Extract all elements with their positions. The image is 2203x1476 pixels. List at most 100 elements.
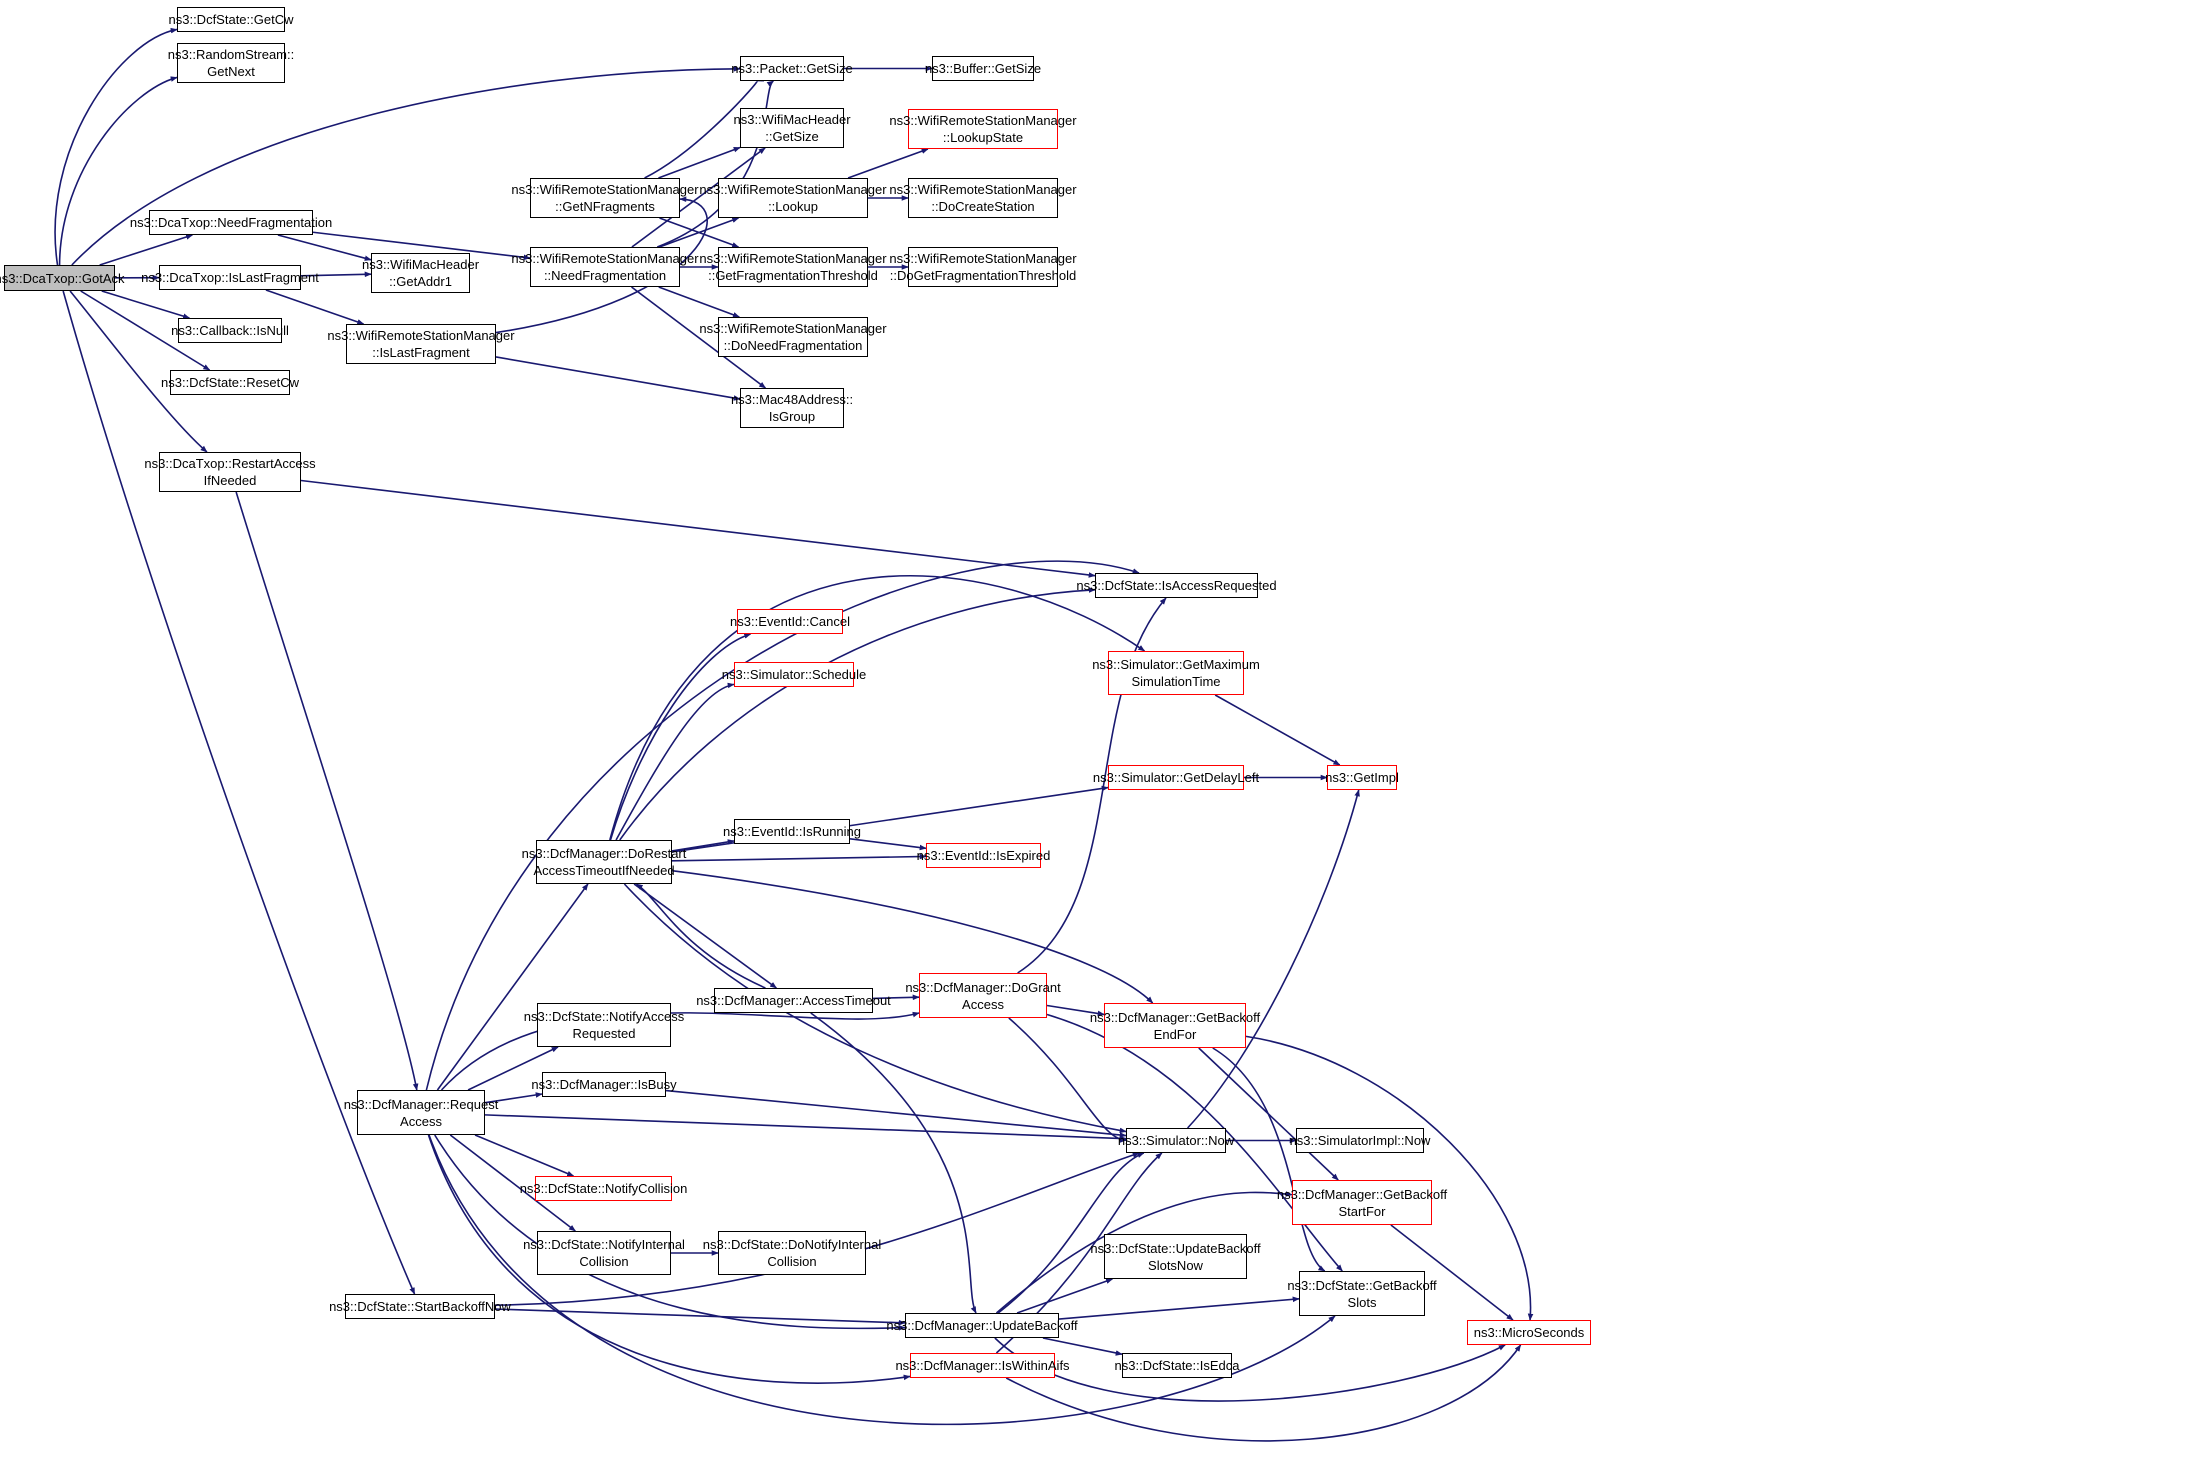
node-label-line: ns3::DcfManager::UpdateBackoff (886, 1318, 1078, 1333)
node-rsgetnext[interactable]: ns3::RandomStream::GetNext (168, 43, 294, 83)
node-lookup[interactable]: ns3::WifiRemoteStationManager::Lookup (699, 178, 887, 218)
edge-gotack-to-resetcw (80, 290, 211, 371)
edge-gotack-to-startbackoff (62, 290, 416, 1295)
node-hdrgetsize[interactable]: ns3::WifiMacHeader::GetSize (733, 108, 851, 148)
node-isrunning[interactable]: ns3::EventId::IsRunning (723, 819, 861, 844)
node-label-line: ns3::WifiRemoteStationManager (511, 251, 699, 266)
node-label-line: ::NeedFragmentation (543, 268, 667, 283)
node-label-line: ns3::DcfState::NotifyCollision (519, 1181, 688, 1196)
node-isaccessreq[interactable]: ns3::DcfState::IsAccessRequested (1076, 573, 1277, 598)
node-label-line: ns3::WifiRemoteStationManager (511, 182, 699, 197)
edge-updatebackoff-to-isedca (1042, 1337, 1123, 1356)
node-updatebackoff[interactable]: ns3::DcfManager::UpdateBackoff (886, 1313, 1078, 1338)
edge-wrsm_islastfrag-to-isgroup (495, 356, 741, 401)
node-getcw[interactable]: ns3::DcfState::GetCw (169, 7, 294, 32)
node-getimpl[interactable]: ns3::GetImpl (1325, 765, 1399, 790)
edge-restartaccess-to-isaccessreq (300, 479, 1096, 578)
node-label-line: ns3::DcfManager::GetBackoff (1089, 1009, 1261, 1025)
node-label-line: ns3::WifiRemoteStationManager (699, 321, 887, 336)
node-label-line: ::DoCreateStation (931, 199, 1035, 214)
node-lookupstate[interactable]: ns3::WifiRemoteStationManager::LookupSta… (889, 109, 1077, 149)
node-cancel[interactable]: ns3::EventId::Cancel (730, 609, 850, 634)
node-label-line: ::DoGetFragmentationThreshold (889, 268, 1077, 283)
node-label-line: Requested (572, 1026, 636, 1041)
node-islastfrag[interactable]: ns3::DcaTxop::IsLastFragment (141, 265, 319, 290)
node-startbackoff[interactable]: ns3::DcfState::StartBackoffNow (329, 1294, 511, 1319)
edge-dorestart-to-simnow (623, 883, 1127, 1134)
edge-dorestart-to-isrunning (671, 839, 735, 852)
node-label-line: ::GetFragmentationThreshold (708, 268, 878, 283)
node-docreatestation[interactable]: ns3::WifiRemoteStationManager::DoCreateS… (889, 178, 1077, 218)
node-getdelayleft[interactable]: ns3::Simulator::GetDelayLeft (1093, 765, 1259, 790)
node-schedule[interactable]: ns3::Simulator::Schedule (722, 662, 866, 687)
edge-gotack-to-cbisnull (101, 290, 191, 319)
node-getnfrag[interactable]: ns3::WifiRemoteStationManager::GetNFragm… (511, 178, 699, 218)
edge-requestaccess-to-isbusy (484, 1092, 543, 1104)
node-label-line: ns3::Packet::GetSize (731, 61, 853, 76)
node-isbusy[interactable]: ns3::DcfManager::IsBusy (531, 1072, 677, 1097)
node-label-line: ns3::DcfState::GetBackoff (1287, 1277, 1437, 1293)
node-label-line: Collision (579, 1254, 629, 1269)
edge-wrsm_needfrag-to-doneedfrag (658, 286, 740, 318)
node-label-line: GetNext (207, 64, 255, 79)
node-dogetfragthresh[interactable]: ns3::WifiRemoteStationManager::DoGetFrag… (889, 247, 1077, 287)
node-needfrag[interactable]: ns3::DcaTxop::NeedFragmentation (130, 210, 332, 235)
node-gotack[interactable]: ns3::DcaTxop::GotAck (0, 265, 125, 291)
node-isedca[interactable]: ns3::DcfState::IsEdca (1115, 1353, 1240, 1378)
node-notifycollision[interactable]: ns3::DcfState::NotifyCollision (520, 1176, 687, 1201)
node-isgroup[interactable]: ns3::Mac48Address::IsGroup (731, 388, 853, 428)
edge-needfrag-to-wrsm_needfrag (312, 231, 531, 261)
edge-getbackoffstart-to-microseconds (1390, 1224, 1514, 1321)
node-pktgetsize[interactable]: ns3::Packet::GetSize (731, 56, 853, 81)
edge-layer (54, 27, 1534, 1442)
node-getfragthresh[interactable]: ns3::WifiRemoteStationManager::GetFragme… (699, 247, 887, 287)
node-cbisnull[interactable]: ns3::Callback::IsNull (171, 318, 289, 343)
node-label-line: IfNeeded (203, 473, 257, 488)
node-label-line: ns3::WifiRemoteStationManager (699, 182, 887, 197)
node-label-line: ns3::RandomStream:: (167, 47, 295, 62)
node-label-line: ::Lookup (768, 199, 818, 214)
node-label-line: ns3::DcfState::StartBackoffNow (329, 1299, 511, 1314)
node-label-line: Slots (1347, 1294, 1377, 1310)
node-label-line: ::GetNFragments (555, 199, 655, 214)
node-resetcw[interactable]: ns3::DcfState::ResetCw (161, 370, 299, 395)
node-bufgetsize[interactable]: ns3::Buffer::GetSize (925, 56, 1041, 81)
node-doneedfrag[interactable]: ns3::WifiRemoteStationManager::DoNeedFra… (699, 317, 887, 357)
node-iswithinaifs[interactable]: ns3::DcfManager::IsWithinAifs (895, 1353, 1070, 1378)
node-wrsm_islastfrag[interactable]: ns3::WifiRemoteStationManager::IsLastFra… (327, 324, 515, 364)
node-label-line: StartFor (1338, 1203, 1386, 1219)
node-wrsm_needfrag[interactable]: ns3::WifiRemoteStationManager::NeedFragm… (511, 247, 699, 287)
node-label-line: Collision (767, 1254, 817, 1269)
node-simnow[interactable]: ns3::Simulator::Now (1118, 1128, 1234, 1153)
node-microseconds[interactable]: ns3::MicroSeconds (1467, 1320, 1591, 1345)
node-label-line: ns3::DcfState::DoNotifyInternal (702, 1237, 882, 1252)
edge-getbackoffend-to-microseconds (1245, 1035, 1534, 1321)
edge-updatebackoff-to-microseconds (994, 1337, 1506, 1402)
edge-dogrant-to-isaccessreq (1017, 597, 1167, 974)
node-accesstimeout[interactable]: ns3::DcfManager::AccessTimeout (696, 988, 891, 1013)
edge-isrunning-to-isexpired (849, 837, 927, 851)
node-getaddr1[interactable]: ns3::WifiMacHeader::GetAddr1 (362, 253, 479, 293)
node-isexpired[interactable]: ns3::EventId::IsExpired (917, 843, 1050, 868)
edge-lookup-to-lookupstate (847, 148, 929, 179)
node-label-line: ns3::Mac48Address:: (730, 392, 854, 407)
edge-restartaccess-to-requestaccess (235, 491, 419, 1091)
edge-requestaccess-to-notifyaccessreq (467, 1046, 559, 1091)
edge-gotack-to-pktgetsize (71, 66, 741, 266)
node-label-line: ns3::DcaTxop::RestartAccess (144, 456, 316, 471)
edge-simnow-to-getimpl (1187, 789, 1360, 1129)
node-simimplnow[interactable]: ns3::SimulatorImpl::Now (1290, 1128, 1430, 1153)
node-label-line: ns3::DcfManager::DoGrant (905, 979, 1061, 995)
